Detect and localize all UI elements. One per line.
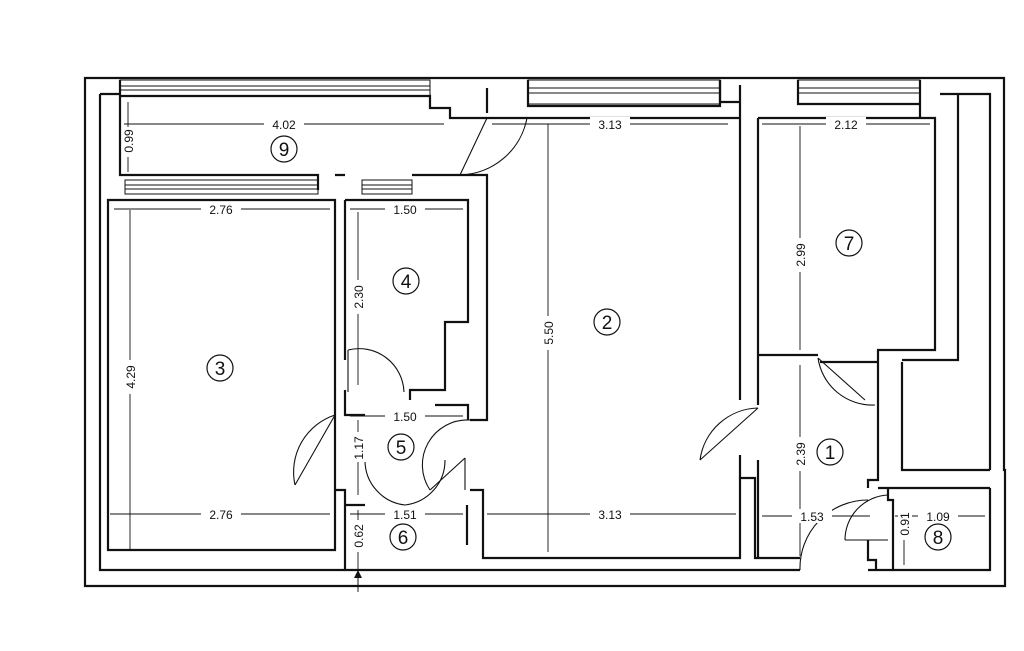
doors xyxy=(293,117,889,571)
dim-r3-top-width: 2.76 xyxy=(209,203,233,217)
room-label-3: 3 xyxy=(215,359,226,380)
dim-r2-depth: 5.50 xyxy=(542,321,556,345)
room-4-walls xyxy=(343,198,470,420)
dim-r4-width: 1.50 xyxy=(393,203,417,217)
room-label-2: 2 xyxy=(602,313,613,334)
window-room-4 xyxy=(361,179,413,195)
dim-r6-depth: 0.62 xyxy=(352,524,366,548)
room-marker-2: 2 xyxy=(593,308,621,336)
room-marker-6: 6 xyxy=(389,523,417,551)
dim-r3-bottom-width: 2.76 xyxy=(209,508,233,522)
room-marker-3: 3 xyxy=(206,354,234,382)
door-room-4 xyxy=(347,348,405,393)
outer-wall-outline xyxy=(83,76,1007,588)
dim-r8-depth: 0.91 xyxy=(898,512,912,536)
dim-r2-bottom-width: 3.13 xyxy=(598,508,622,522)
dim-r8-width: 1.09 xyxy=(926,510,950,524)
room-2-walls xyxy=(487,80,742,478)
dim-r1-depth: 2.39 xyxy=(794,442,808,466)
room-label-5: 5 xyxy=(396,438,407,459)
walls xyxy=(83,76,1007,588)
dim-r3-depth: 4.29 xyxy=(124,365,138,389)
dim-r7-depth: 2.99 xyxy=(794,243,808,267)
door-room-7 xyxy=(817,357,876,406)
door-room-8 xyxy=(844,494,889,541)
room-markers: 1 2 3 4 5 6 7 8 xyxy=(206,135,952,551)
room-marker-4: 4 xyxy=(392,267,420,295)
room-label-6: 6 xyxy=(398,528,409,549)
room-marker-8: 8 xyxy=(924,523,952,551)
dim-r4-depth: 2.30 xyxy=(352,285,366,309)
room-8-walls xyxy=(866,486,990,570)
window-room-2 xyxy=(527,79,721,105)
room-marker-1: 1 xyxy=(816,438,844,466)
room-label-9: 9 xyxy=(279,140,290,161)
corridor-9-walls xyxy=(118,80,722,422)
dim-r5-width: 1.50 xyxy=(393,410,417,424)
window-room-3 xyxy=(124,179,319,195)
window-room-7 xyxy=(797,79,921,105)
dim-r5-depth: 1.17 xyxy=(352,436,366,460)
window-room-9 xyxy=(119,79,431,97)
dim-r2-top-width: 3.13 xyxy=(598,118,622,132)
room-marker-7: 7 xyxy=(835,229,863,257)
room-marker-9: 9 xyxy=(270,135,298,163)
outer-wall-inner xyxy=(98,92,992,572)
dim-r9-depth: 0.99 xyxy=(122,129,136,153)
room-label-7: 7 xyxy=(844,234,855,255)
room-3-walls xyxy=(106,198,337,552)
room-1-walls xyxy=(756,360,880,558)
dim-r6-width: 1.51 xyxy=(393,508,417,522)
dim-r9-width: 4.02 xyxy=(272,118,296,132)
door-room-2-from-5 xyxy=(421,419,471,491)
door-room-9-to-2 xyxy=(459,117,528,176)
entrance-arrow xyxy=(354,570,362,592)
room-5-6-walls xyxy=(335,476,800,570)
door-room-1-from-2 xyxy=(699,407,759,461)
arrow-head-icon xyxy=(354,570,362,578)
dim-r7-width: 2.12 xyxy=(834,118,858,132)
door-room-3 xyxy=(293,414,336,486)
dimension-labels: 4.02 0.99 3.13 2.12 2.76 1.50 2.30 5.50 … xyxy=(122,117,958,552)
dim-r1-width: 1.53 xyxy=(800,510,824,524)
room-marker-5: 5 xyxy=(387,433,415,461)
right-edge-walls xyxy=(900,94,990,472)
room-7-walls xyxy=(756,80,937,372)
door-room-6 xyxy=(364,459,446,506)
windows xyxy=(119,79,921,195)
room-label-8: 8 xyxy=(933,528,944,549)
room-label-4: 4 xyxy=(401,272,412,293)
room-label-1: 1 xyxy=(825,443,836,464)
